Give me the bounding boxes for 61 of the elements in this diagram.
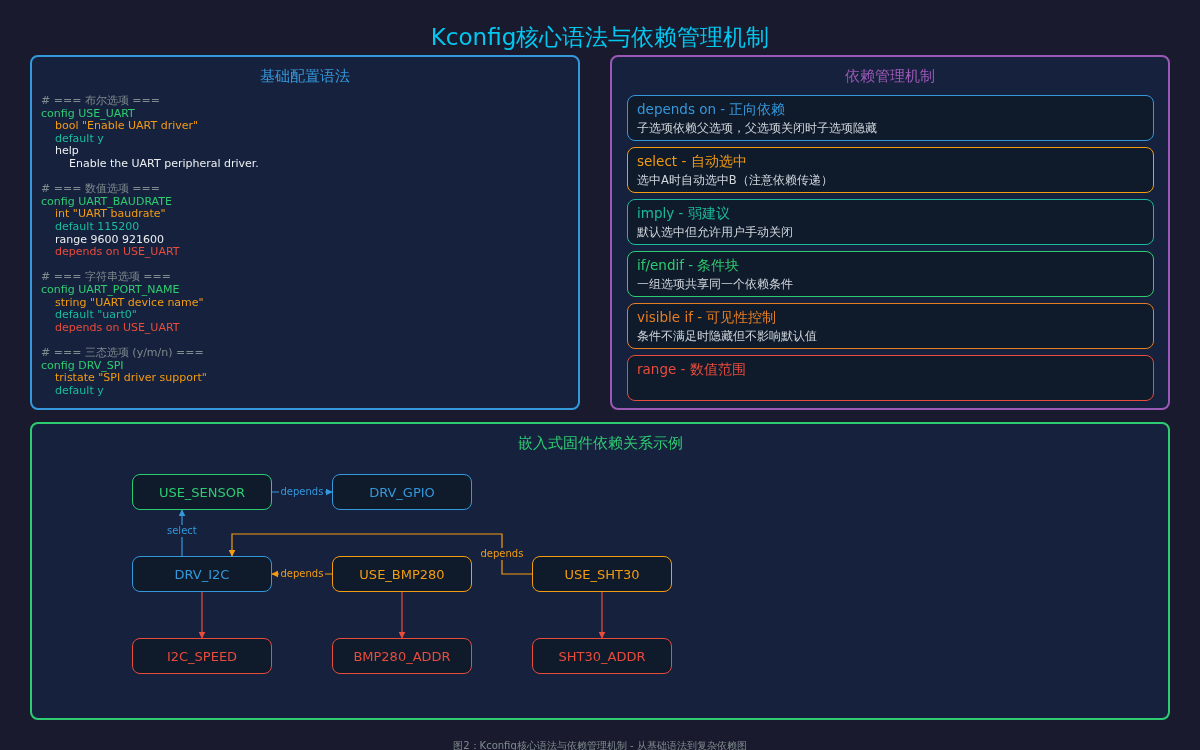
code-line: default y bbox=[55, 384, 104, 398]
card-heading: depends on - 正向依赖 bbox=[637, 101, 786, 119]
code-line: string "UART device name" bbox=[55, 296, 204, 310]
arrow bbox=[398, 591, 406, 639]
code-line: config UART_BAUDRATE bbox=[41, 195, 172, 209]
code-line: tristate "SPI driver support" bbox=[55, 372, 207, 385]
edge-label: depends bbox=[278, 486, 326, 498]
config-box: USE_SENSOR bbox=[132, 474, 272, 510]
code-line: config USE_UART bbox=[41, 107, 135, 120]
code-line: # === 三态选项 (y/m/n) === bbox=[41, 347, 204, 360]
panel-heading: 嵌入式固件依赖关系示例 bbox=[517, 434, 683, 453]
panel-heading: 基础配置语法 bbox=[260, 67, 350, 86]
card-heading: range - 数值范围 bbox=[637, 361, 746, 379]
code-line: default y bbox=[55, 132, 104, 146]
diagram-panel bbox=[30, 422, 1170, 720]
arrow bbox=[598, 591, 606, 639]
config-box: SHT30_ADDR bbox=[532, 638, 672, 674]
code-line: depends on USE_UART bbox=[55, 321, 180, 335]
config-box: DRV_I2C bbox=[132, 556, 272, 592]
arrow bbox=[198, 591, 206, 639]
code-line: help bbox=[55, 145, 79, 158]
edge-label: select bbox=[165, 525, 199, 537]
card-description: 默认选中但允许用户手动关闭 bbox=[637, 225, 793, 240]
card-description: 条件不满足时隐藏但不影响默认值 bbox=[637, 329, 817, 344]
card-description: 选中A时自动选中B（注意依赖传递） bbox=[637, 173, 833, 188]
info-card bbox=[627, 303, 1154, 349]
code-line: depends on USE_UART bbox=[55, 246, 180, 259]
code-line: # === 数值选项 === bbox=[41, 183, 160, 196]
config-box: I2C_SPEED bbox=[132, 638, 272, 674]
info-card bbox=[627, 199, 1154, 245]
code-line: config DRV_SPI bbox=[41, 359, 124, 373]
config-box: USE_SHT30 bbox=[532, 556, 672, 592]
code-panel bbox=[30, 55, 580, 410]
info-card bbox=[627, 355, 1154, 401]
panel-heading: 依赖管理机制 bbox=[845, 67, 935, 86]
code-line: config UART_PORT_NAME bbox=[41, 284, 180, 297]
card-description: 一组选项共享同一个依赖条件 bbox=[637, 277, 793, 292]
card-heading: imply - 弱建议 bbox=[637, 205, 730, 223]
code-line: default "uart0" bbox=[55, 309, 137, 322]
code-line: int "UART baudrate" bbox=[55, 208, 166, 221]
code-line: Enable the UART peripheral driver. bbox=[69, 158, 259, 171]
card-heading: if/endif - 条件块 bbox=[637, 257, 740, 275]
card-heading: select - 自动选中 bbox=[637, 153, 747, 171]
config-box: USE_BMP280 bbox=[332, 556, 472, 592]
edge-label: depends bbox=[278, 568, 326, 580]
config-box: BMP280_ADDR bbox=[332, 638, 472, 674]
code-line: default 115200 bbox=[55, 221, 140, 234]
card-heading: visible if - 可见性控制 bbox=[637, 309, 777, 327]
config-box: DRV_GPIO bbox=[332, 474, 472, 510]
info-card bbox=[627, 95, 1154, 141]
card-description: 子选项依赖父选项，父选项关闭时子选项隐藏 bbox=[637, 121, 877, 136]
info-card bbox=[627, 147, 1154, 193]
title: Kconfig核心语法与依赖管理机制 bbox=[429, 23, 771, 52]
info-panel bbox=[610, 55, 1170, 410]
code-line: range 9600 921600 bbox=[55, 233, 164, 247]
info-card bbox=[627, 251, 1154, 297]
code-line: # === 布尔选项 === bbox=[41, 95, 160, 108]
code-line: bool "Enable UART driver" bbox=[55, 120, 199, 133]
arrow bbox=[228, 533, 533, 575]
code-line: # === 字符串选项 === bbox=[41, 271, 171, 284]
edge-label: depends bbox=[478, 548, 526, 560]
